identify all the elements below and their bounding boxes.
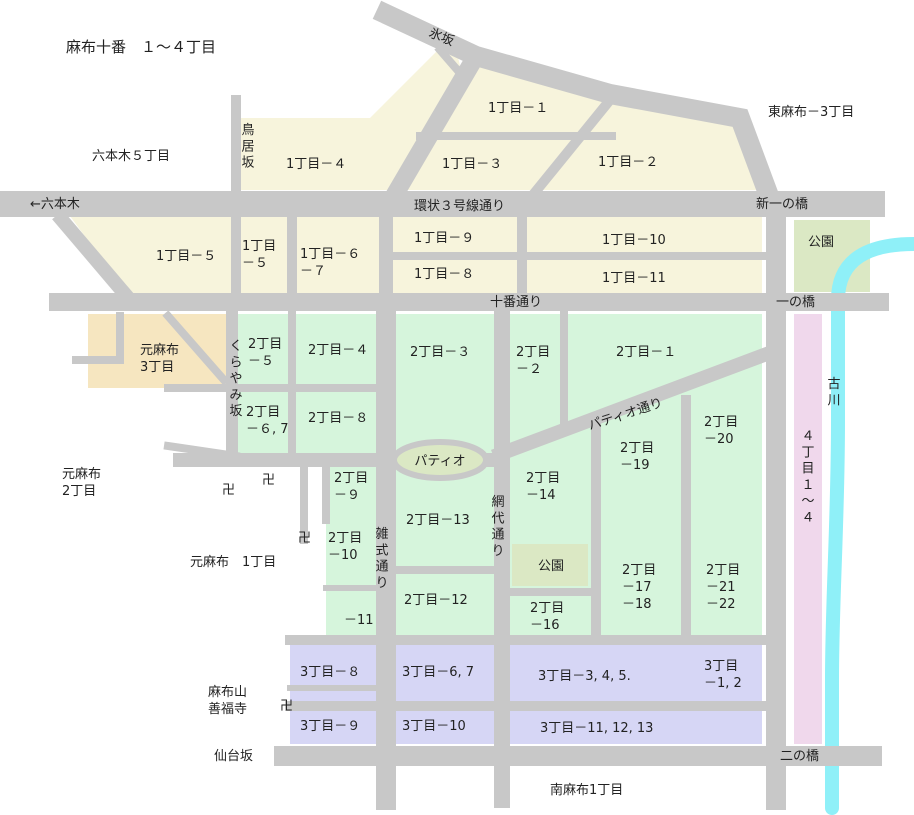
- label-zoshiki-dori: 雑式通り: [375, 526, 388, 591]
- block-2-19: 2丁目－19: [620, 441, 654, 473]
- block-2-10: 2丁目－10: [328, 531, 362, 563]
- chome3-fill: [290, 640, 762, 744]
- strip4-fill: [794, 314, 822, 744]
- road-roppongi-diag: [52, 210, 140, 310]
- block-1-5: 1丁目－５: [156, 249, 216, 264]
- block-2-2: 2丁目－２: [516, 345, 550, 377]
- block-3-8: 3丁目－８: [300, 665, 360, 680]
- label-motoazabu1: 元麻布 1丁目: [190, 555, 276, 570]
- block-3-10: 3丁目－10: [402, 719, 466, 734]
- block-2-12: 2丁目－12: [404, 593, 468, 608]
- road-stub-b: [162, 310, 230, 386]
- block-2-21-22: 2丁目－21－22: [706, 563, 740, 612]
- block-1-10: 1丁目－10: [602, 233, 666, 248]
- block-1-11: 1丁目－11: [602, 271, 666, 286]
- block-3-6-7: 3丁目－6, 7: [402, 665, 474, 680]
- label-amishiro-dori: 網代通り: [491, 495, 504, 559]
- block-2-5: 2丁目－５: [248, 337, 282, 369]
- label-torii-zaka: 鳥居坂: [241, 123, 254, 171]
- block-1-6-7: 1丁目－６－７: [300, 247, 360, 279]
- block-3-9: 3丁目－９: [300, 719, 360, 734]
- block-1-5b: 1丁目－５: [242, 239, 276, 271]
- temple-mark-icon: 卍: [262, 473, 275, 488]
- label-park-top: 公園: [808, 235, 834, 250]
- motoazabu3-fill: [88, 314, 228, 388]
- block-2-8: 2丁目－８: [308, 411, 368, 426]
- block-2-13: 2丁目－13: [406, 513, 470, 528]
- block-3-11-12-13: 3丁目－11, 12, 13: [540, 721, 653, 736]
- label-park-mid: 公園: [538, 559, 564, 574]
- road-diag-b: [434, 44, 472, 86]
- block-2-11: －11: [344, 613, 374, 628]
- block-2-6-7: 2丁目－６, 7: [246, 405, 289, 437]
- road-patio: [490, 342, 782, 464]
- block-2-3: 2丁目－３: [410, 345, 470, 360]
- block-1-4: 1丁目－４: [286, 157, 346, 172]
- road-diag-c: [524, 92, 618, 204]
- label-patio: パティオ: [414, 454, 465, 469]
- block-2-1: 2丁目－１: [616, 345, 676, 360]
- block-3-3-4-5: 3丁目－3, 4, 5.: [538, 669, 631, 684]
- label-ninohashi: 二の橋: [780, 749, 819, 764]
- block-2-16: 2丁目－16: [530, 601, 564, 633]
- block-1-3: 1丁目－３: [442, 157, 502, 172]
- block-2-17-18: 2丁目－17－18: [622, 563, 656, 612]
- label-furukawa: 古川: [827, 377, 840, 408]
- label-kanjo3: 環状３号線通り: [414, 198, 505, 214]
- label-strip4: ４丁目１～４: [801, 429, 814, 525]
- labels: 麻布十番 １～４丁目氷坂東麻布－3丁目六本木５丁目←六本木環状３号線通り新一の橋…: [30, 26, 854, 798]
- roads: [0, 0, 889, 810]
- block-1-2: 1丁目－２: [598, 155, 658, 170]
- furukawa-river: [825, 237, 914, 815]
- label-sendai-zaka: 仙台坂: [214, 749, 253, 764]
- temple-mark-icon: 卍: [222, 483, 235, 498]
- block-1-8: 1丁目－８: [414, 267, 474, 282]
- park-mid-fill: [512, 544, 588, 586]
- chome1-north-fill: [238, 48, 756, 190]
- map-title: 麻布十番 １～４丁目: [66, 38, 216, 56]
- road-h-2ch-d: [163, 441, 241, 461]
- label-zenpukuji: 麻布山善福寺: [208, 685, 247, 717]
- patio-ellipse: [391, 439, 489, 481]
- block-2-14: 2丁目－14: [526, 471, 560, 503]
- block-3-1-2: 3丁目－1, 2: [704, 659, 742, 691]
- label-juban-dori: 十番通り: [490, 295, 542, 310]
- label-shin-ichinohashi: 新一の橋: [756, 196, 808, 212]
- temple-mark-icon: 卍: [280, 699, 293, 714]
- label-roppongi5: 六本木５丁目: [92, 149, 170, 164]
- block-2-9: 2丁目－９: [334, 471, 368, 503]
- block-1-9: 1丁目－９: [414, 231, 474, 246]
- block-1-1: 1丁目－１: [488, 101, 548, 116]
- label-higashi-azabu: 東麻布－3丁目: [768, 104, 854, 120]
- label-roppongi-arrow: ←六本木: [30, 197, 80, 212]
- block-2-20: 2丁目－20: [704, 415, 738, 447]
- label-minami-azabu: 南麻布1丁目: [550, 782, 623, 798]
- block-2-4: 2丁目－４: [308, 343, 368, 358]
- label-kurayami-zaka: くらやみ坂: [229, 339, 242, 419]
- temple-mark-icon: 卍: [298, 531, 311, 546]
- label-ichinohashi: 一の橋: [776, 295, 815, 310]
